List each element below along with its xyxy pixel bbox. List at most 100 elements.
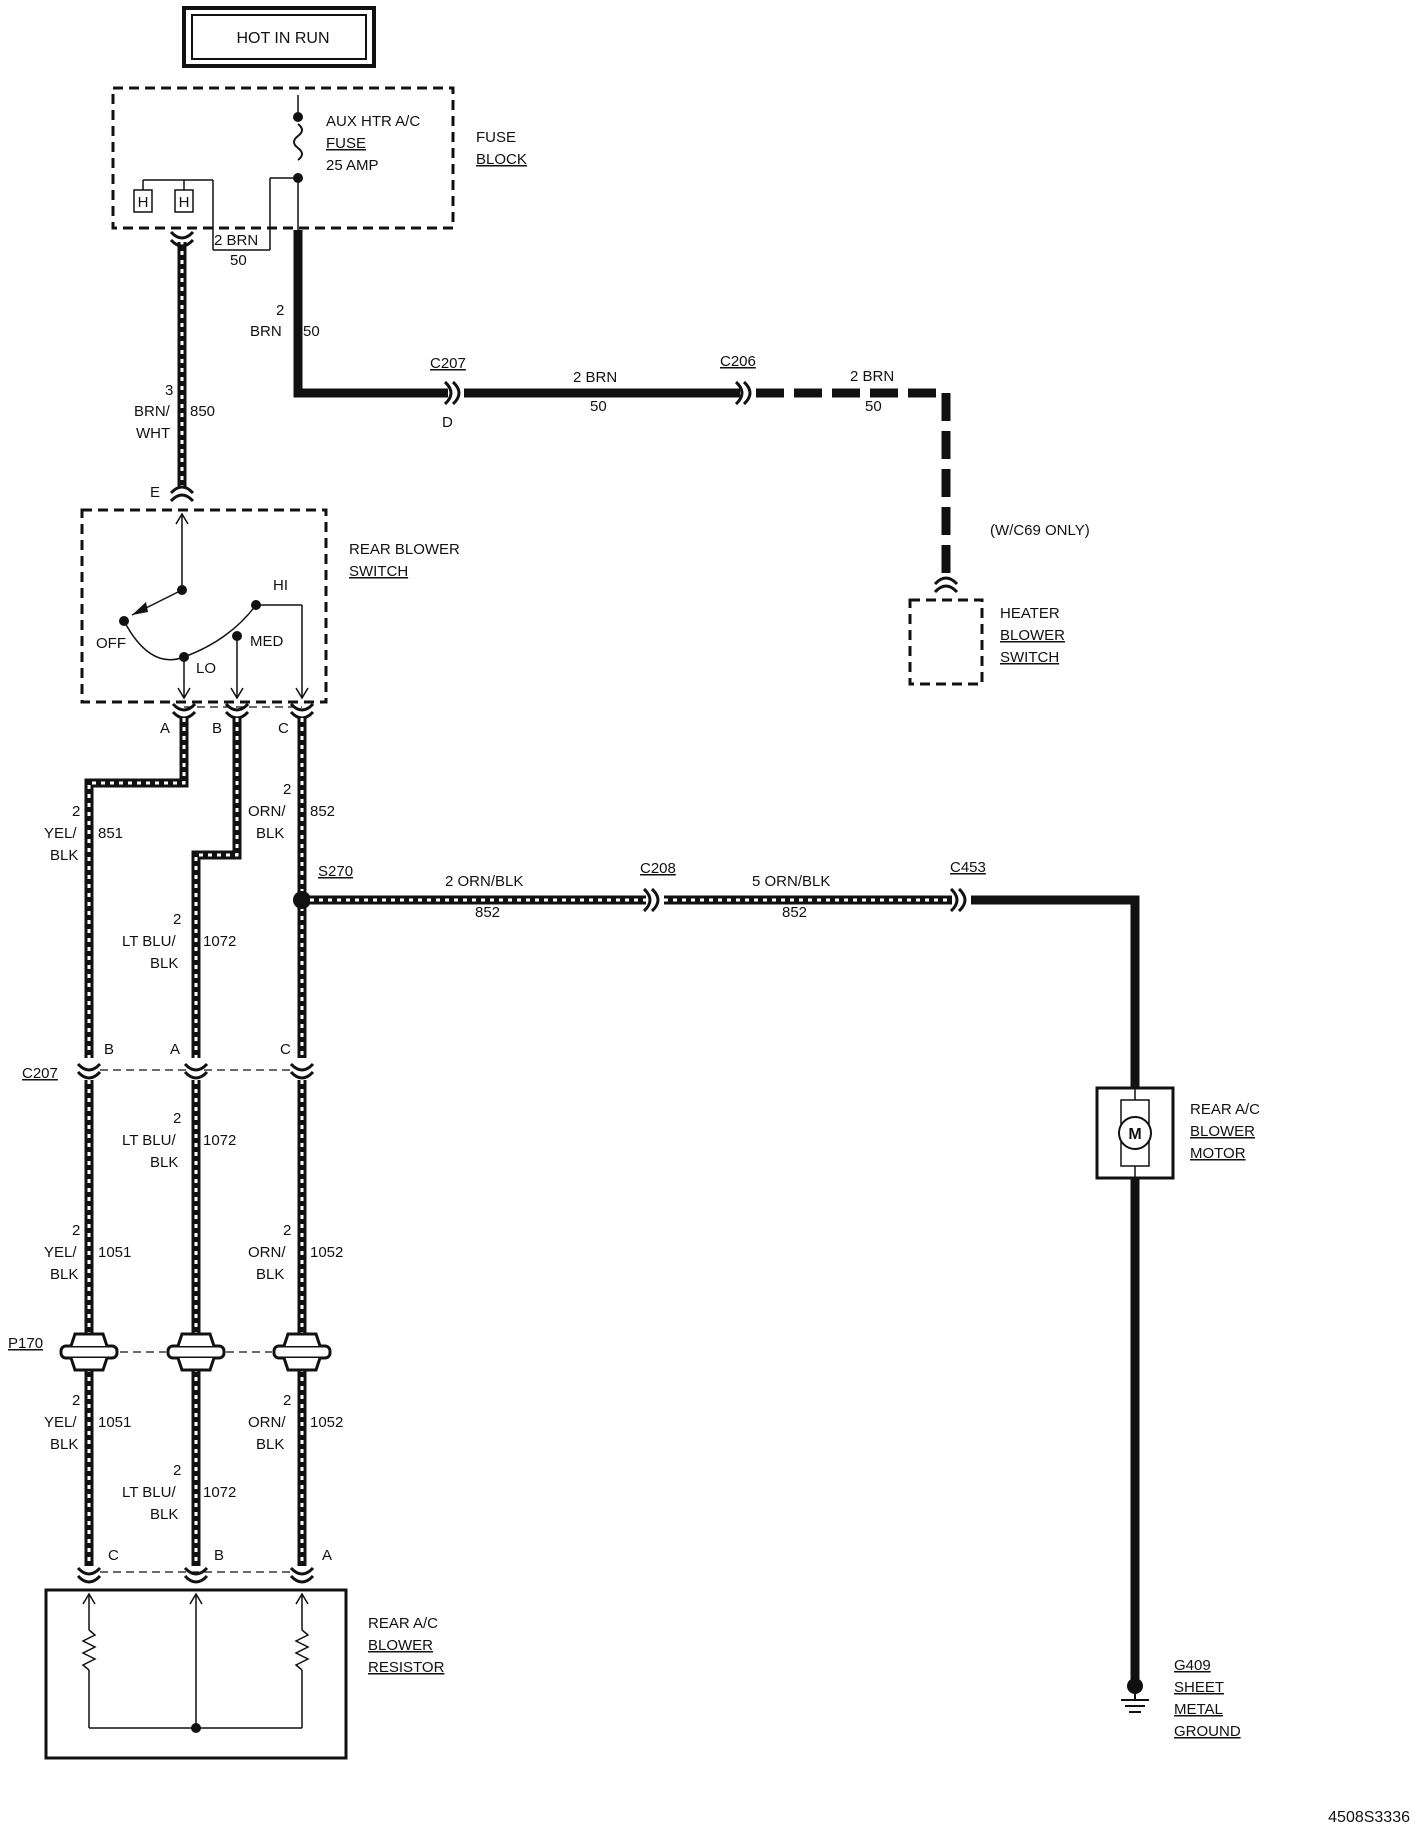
svg-text:BLK: BLK <box>50 1266 78 1283</box>
svg-text:REAR A/C: REAR A/C <box>368 1615 438 1632</box>
svg-text:C: C <box>280 1041 291 1058</box>
svg-text:YEL/: YEL/ <box>44 825 77 842</box>
svg-text:B: B <box>104 1041 114 1058</box>
fuse-block: AUX HTR A/C FUSE 25 AMP FUSE BLOCK H H 2… <box>111 86 527 269</box>
svg-text:BRN/: BRN/ <box>134 403 171 420</box>
svg-text:E: E <box>150 484 160 501</box>
switch-a-connector <box>171 702 197 720</box>
svg-text:1072: 1072 <box>203 1132 236 1149</box>
resistor-c-connector <box>76 1566 102 1584</box>
svg-text:LT BLU/: LT BLU/ <box>122 933 176 950</box>
svg-text:AUX HTR A/C: AUX HTR A/C <box>326 113 420 130</box>
svg-text:2: 2 <box>72 1222 80 1239</box>
svg-text:HEATER: HEATER <box>1000 605 1060 622</box>
resistor-icon <box>294 1629 310 1671</box>
rear-ac-blower-motor: M REAR A/C BLOWER MOTOR <box>1095 1086 1260 1180</box>
svg-text:M: M <box>1128 1126 1141 1143</box>
svg-text:2: 2 <box>173 911 181 928</box>
wire-yel-blk-851 <box>84 718 189 1058</box>
hot-in-run-box: HOT IN RUN <box>182 6 376 68</box>
svg-text:BLK: BLK <box>150 955 178 972</box>
svg-text:852: 852 <box>475 904 500 921</box>
svg-text:1051: 1051 <box>98 1414 131 1431</box>
svg-text:A: A <box>160 720 170 737</box>
fuse-block-title: FUSE <box>476 129 516 146</box>
wire-lt-blu-blk-1072 <box>191 718 242 1058</box>
svg-text:METAL: METAL <box>1174 1701 1223 1718</box>
svg-text:S270: S270 <box>318 863 353 880</box>
svg-text:BLK: BLK <box>50 1436 78 1453</box>
svg-text:1072: 1072 <box>203 1484 236 1501</box>
svg-text:BLK: BLK <box>150 1506 178 1523</box>
wire-motor-feed <box>971 895 1140 1088</box>
hot-in-run-label: HOT IN RUN <box>236 30 329 47</box>
svg-text:2 BRN: 2 BRN <box>850 368 894 385</box>
motor-icon <box>1118 1116 1152 1150</box>
svg-text:H: H <box>179 194 190 211</box>
svg-text:C207: C207 <box>430 355 466 372</box>
svg-text:A: A <box>170 1041 180 1058</box>
wire-brn-50 <box>293 230 448 398</box>
svg-text:BLK: BLK <box>256 1436 284 1453</box>
svg-text:1052: 1052 <box>310 1244 343 1261</box>
svg-text:50: 50 <box>865 398 882 415</box>
svg-text:BLOWER: BLOWER <box>368 1637 433 1654</box>
resistor-b-connector <box>183 1566 209 1584</box>
svg-text:B: B <box>214 1547 224 1564</box>
svg-text:RESISTOR: RESISTOR <box>368 1659 445 1676</box>
svg-text:B: B <box>212 720 222 737</box>
svg-text:YEL/: YEL/ <box>44 1414 77 1431</box>
svg-text:BLOWER: BLOWER <box>1190 1123 1255 1140</box>
svg-text:C207: C207 <box>22 1065 58 1082</box>
svg-text:50: 50 <box>230 252 247 269</box>
svg-text:C: C <box>108 1547 119 1564</box>
svg-text:C208: C208 <box>640 860 676 877</box>
svg-text:2 BRN: 2 BRN <box>214 232 258 249</box>
svg-text:HI: HI <box>273 577 288 594</box>
svg-text:(W/C69 ONLY): (W/C69 ONLY) <box>990 522 1090 539</box>
svg-text:SWITCH: SWITCH <box>349 563 408 580</box>
svg-text:MOTOR: MOTOR <box>1190 1145 1246 1162</box>
switch-e-connector <box>169 485 195 503</box>
svg-text:2: 2 <box>72 1392 80 1409</box>
svg-text:SHEET: SHEET <box>1174 1679 1224 1696</box>
svg-text:BLK: BLK <box>256 825 284 842</box>
resistor-icon <box>81 1629 97 1671</box>
svg-text:C: C <box>278 720 289 737</box>
svg-text:2: 2 <box>72 803 80 820</box>
svg-text:MED: MED <box>250 633 284 650</box>
svg-text:25 AMP: 25 AMP <box>326 157 379 174</box>
svg-text:851: 851 <box>98 825 123 842</box>
p170-connector-1 <box>59 1332 119 1372</box>
s270-splice <box>293 891 311 909</box>
p170-connector-2 <box>166 1332 226 1372</box>
c208-connector <box>642 887 660 913</box>
svg-text:2: 2 <box>283 1222 291 1239</box>
svg-text:BLOCK: BLOCK <box>476 151 527 168</box>
ground-icon <box>1121 1678 1149 1713</box>
svg-text:LO: LO <box>196 660 216 677</box>
svg-text:P170: P170 <box>8 1335 43 1352</box>
svg-text:2: 2 <box>173 1110 181 1127</box>
svg-text:OFF: OFF <box>96 635 126 652</box>
svg-text:1051: 1051 <box>98 1244 131 1261</box>
svg-text:2: 2 <box>173 1462 181 1479</box>
svg-text:D: D <box>442 414 453 431</box>
svg-text:BLK: BLK <box>150 1154 178 1171</box>
wire-brn-50-dashed <box>756 388 951 580</box>
svg-text:BLK: BLK <box>50 847 78 864</box>
c207-a-connector <box>183 1062 209 1080</box>
rear-ac-blower-resistor <box>44 1588 348 1760</box>
svg-text:ORN/: ORN/ <box>248 1244 286 1261</box>
svg-text:WHT: WHT <box>136 425 170 442</box>
svg-text:BLK: BLK <box>256 1266 284 1283</box>
svg-text:A: A <box>322 1547 332 1564</box>
svg-text:5 ORN/BLK: 5 ORN/BLK <box>752 873 830 890</box>
svg-text:C453: C453 <box>950 859 986 876</box>
switch-b-connector <box>224 702 250 720</box>
svg-text:ORN/: ORN/ <box>248 1414 286 1431</box>
svg-text:2 BRN: 2 BRN <box>573 369 617 386</box>
c453-connector <box>949 887 967 913</box>
svg-text:2: 2 <box>283 1392 291 1409</box>
